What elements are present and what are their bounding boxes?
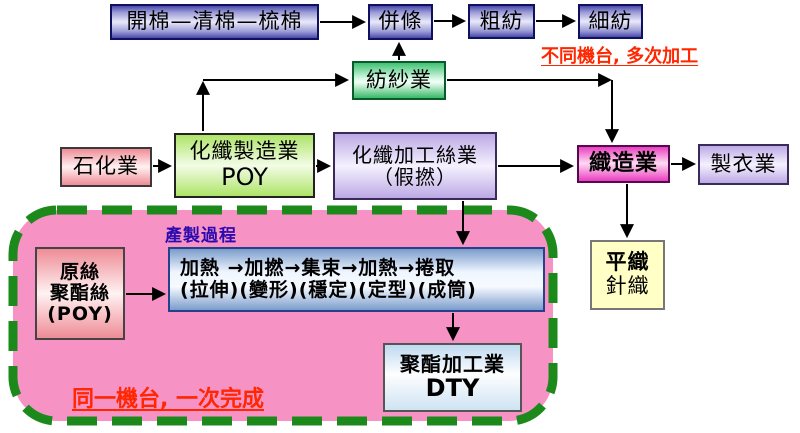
process-steps-line2: (拉伸)(變形)(穩定)(定型)(成筒) <box>180 278 477 301</box>
node-cotton-line: 開棉—清棉—梳棉 <box>110 4 319 40</box>
node-fine-spinning: 細紡 <box>578 4 643 39</box>
node-roving-label: 粗紡 <box>479 8 524 33</box>
node-spinning-industry: 紡紗業 <box>352 61 446 100</box>
node-petrochemical: 石化業 <box>60 147 152 187</box>
weave-type-knit: 針織 <box>605 274 650 298</box>
node-cotton-line-label: 開棉—清棉—梳棉 <box>126 9 303 34</box>
node-petrochemical-label: 石化業 <box>73 154 139 179</box>
process-steps-line1: 加熱 →加撚→集束→加熱→捲取 <box>180 257 456 280</box>
weave-type-plain: 平織 <box>605 250 650 275</box>
node-fiber-texturing: 化纖加工絲業 （假撚） <box>333 132 497 200</box>
node-dty: 聚酯加工業 DTY <box>383 343 522 412</box>
node-weaving: 織造業 <box>577 145 670 183</box>
node-garment: 製衣業 <box>698 144 789 185</box>
node-fiber-texturing-sub: （假撚） <box>373 165 457 189</box>
node-raw-yarn-line3: (POY) <box>47 303 113 326</box>
node-roving: 粗紡 <box>468 4 535 39</box>
node-raw-yarn-line2: 聚酯絲 <box>49 281 110 304</box>
node-fine-spinning-label: 細紡 <box>588 8 633 33</box>
node-process-steps: 加熱 →加撚→集束→加熱→捲取 (拉伸)(變形)(穩定)(定型)(成筒) <box>168 247 545 312</box>
node-spinning-industry-label: 紡紗業 <box>366 67 432 92</box>
node-garment-label: 製衣業 <box>710 151 777 176</box>
node-weaving-label: 織造業 <box>588 150 658 176</box>
node-fiber-mfg-label: 化纖製造業 <box>189 139 300 164</box>
node-weave-types: 平織 針織 <box>590 240 665 310</box>
note-same-machine: 同一機台, 一次完成 <box>72 387 265 412</box>
node-raw-yarn-line1: 原絲 <box>59 260 100 283</box>
node-drawing: 併條 <box>368 4 433 40</box>
node-dty-code: DTY <box>425 374 480 403</box>
note-process-title: 產製過程 <box>165 226 237 246</box>
note-different-machines: 不同機台, 多次加工 <box>541 46 699 67</box>
node-raw-yarn: 原絲 聚酯絲 (POY) <box>35 247 125 340</box>
node-fiber-mfg: 化纖製造業 POY <box>174 133 315 198</box>
node-dty-label: 聚酯加工業 <box>400 351 505 376</box>
node-fiber-texturing-label: 化纖加工絲業 <box>352 142 478 167</box>
node-drawing-label: 併條 <box>378 9 423 34</box>
node-fiber-mfg-poy: POY <box>221 162 268 191</box>
